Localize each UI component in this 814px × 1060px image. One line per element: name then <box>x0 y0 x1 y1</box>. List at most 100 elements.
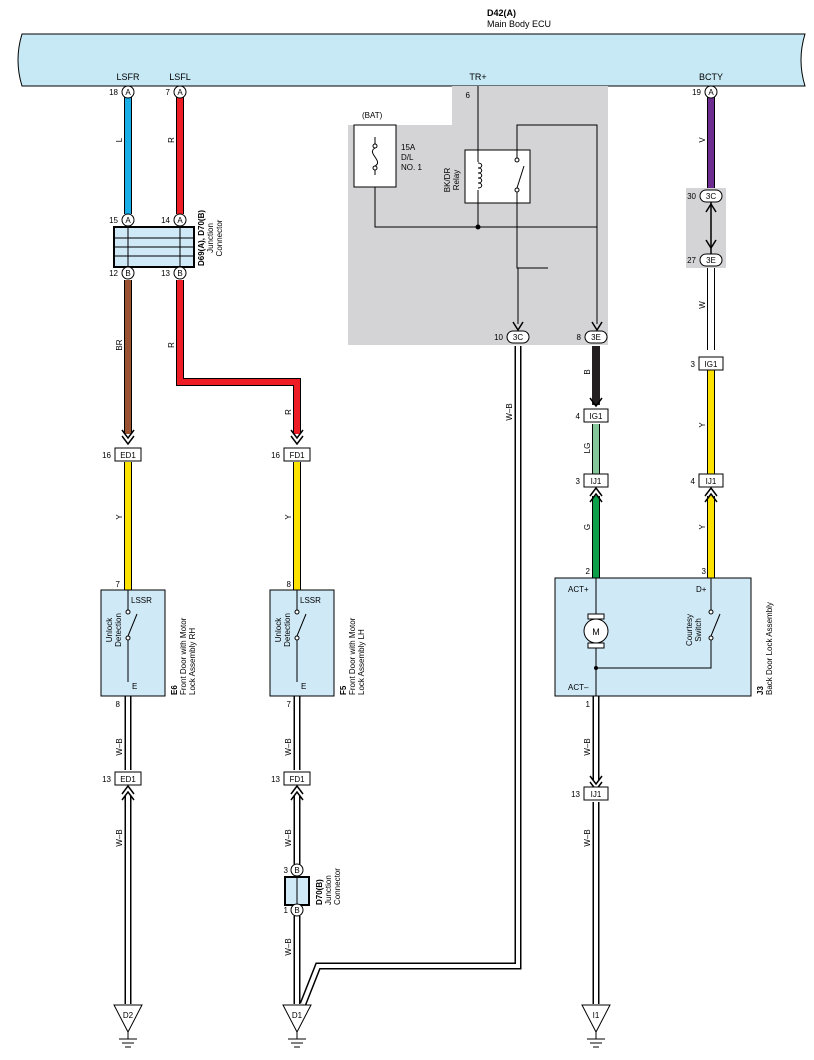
jc-code: D69(A), D70(B) <box>197 210 206 266</box>
wire-labels: L R BR R R Y Y W–B W–B W–B W–B W–B W–B B… <box>115 137 707 956</box>
conn-3c-in: 3C <box>706 192 716 201</box>
jc2-name-1: Junction <box>324 875 333 905</box>
fuse-name-1: D/L <box>401 153 414 162</box>
f5-switch-1: Unlock <box>274 617 283 642</box>
ground-d2-label: D2 <box>123 1011 134 1020</box>
pin-ed1-16: 16 <box>102 451 111 460</box>
j3-pin-d: 3 <box>702 567 707 576</box>
e6-pin-out: 8 <box>116 700 121 709</box>
wire-label-br: BR <box>115 339 124 350</box>
junction-block-outputs: 3C 10 3E 8 <box>494 321 608 344</box>
ecu-terminal-pins: A 18 A 7 6 A 19 <box>109 85 718 100</box>
conn-ij1-right: IJ1 <box>706 477 717 486</box>
ecu-name: Main Body ECU <box>487 19 551 29</box>
ground-d1-label: D1 <box>292 1011 303 1020</box>
pin-ij1-13: 13 <box>571 790 580 799</box>
j3-switch-1: Courtesy <box>685 614 694 646</box>
j3-back-door-lock: 2 3 1 ACT+ D+ ACT– M Courtesy Switch J3 … <box>554 567 774 709</box>
pin-conn-bcty: A <box>708 88 714 97</box>
e6-pin-in: 7 <box>116 580 121 589</box>
pin-fd1-16: 16 <box>271 451 280 460</box>
f5-terminal: LSSR <box>300 596 321 605</box>
wire-label-wb-lh3: W–B <box>284 938 293 955</box>
e6-ground: E <box>132 682 137 691</box>
conn-ij1-left: IJ1 <box>591 477 602 486</box>
wire-label-v: V <box>698 137 707 143</box>
j3-pin-gnd: 1 <box>586 700 591 709</box>
wire-label-wb-lh1: W–B <box>284 738 293 755</box>
terminal-lsfr: LSFR <box>116 72 140 82</box>
pin-num-tr-plus: 6 <box>466 91 471 100</box>
jc2-pin-1: 1 <box>284 906 289 915</box>
jc-pin-14: 14 <box>161 216 170 225</box>
j3-name: Back Door Lock Assembly <box>765 602 774 695</box>
wires <box>124 96 715 590</box>
e6-name-2: Lock Assembly RH <box>188 628 197 695</box>
f5-code: F5 <box>339 685 348 695</box>
main-body-ecu: D42(A) Main Body ECU LSFR LSFL TR+ BCTY <box>17 8 806 87</box>
j3-d-plus: D+ <box>696 585 707 594</box>
jc-a-14: A <box>177 216 183 225</box>
junction-connector-d69: A 15 A 14 B 12 B 13 D69(A), D70(B) Junct… <box>109 210 224 280</box>
e6-name-1: Front Door with Motor <box>179 617 188 695</box>
f5-name-1: Front Door with Motor <box>348 617 357 695</box>
wire-label-lg: LG <box>583 443 592 454</box>
conn-3c-out: 3C <box>513 333 523 342</box>
wire-label-w: W <box>698 301 707 309</box>
jc2-name-2: Connector <box>333 868 342 905</box>
wire-label-r-upper: R <box>167 137 176 143</box>
terminal-lsfl: LSFL <box>169 72 191 82</box>
wire-label-y-bd2: Y <box>698 524 707 530</box>
conn-fd1-upper: FD1 <box>289 451 305 460</box>
pin-8: 8 <box>577 333 582 342</box>
wire-label-wb-j3a: W–B <box>583 738 592 755</box>
ground-wires <box>124 346 600 1006</box>
wire-label-r-lower: R <box>284 409 293 415</box>
pin-ij1-4: 4 <box>691 477 696 486</box>
pin-27: 27 <box>687 256 696 265</box>
jc2-pin-3: 3 <box>284 866 289 875</box>
ground-i1-label: I1 <box>593 1011 600 1020</box>
relay-name-2: Relay <box>452 170 461 190</box>
fuse-relay-circuit <box>353 86 598 324</box>
e6-switch-2: Detection <box>114 613 123 647</box>
conn-ig1-left: IG1 <box>590 412 603 421</box>
ground-d2: D2 <box>113 1004 143 1048</box>
jc-pin-12: 12 <box>109 269 118 278</box>
wire-label-y-rh: Y <box>115 514 124 520</box>
f5-switch-2: Detection <box>283 613 292 647</box>
f5-front-door-lock-lh: 8 7 LSSR E Unlock Detection F5 Front Doo… <box>269 580 366 709</box>
conn-ig1-right: IG1 <box>705 360 718 369</box>
wire-label-g: G <box>583 524 592 530</box>
pin-conn-lsfl: A <box>177 88 183 97</box>
terminal-bcty: BCTY <box>699 72 723 82</box>
conn-ij1-lower: IJ1 <box>591 790 602 799</box>
f5-pin-in: 8 <box>287 580 292 589</box>
ground-d1: D1 <box>282 1004 312 1048</box>
pin-10: 10 <box>494 333 503 342</box>
conn-3e-in: 3E <box>706 256 716 265</box>
jc-pin-15: 15 <box>109 216 118 225</box>
pin-ij1-3: 3 <box>576 477 581 486</box>
wire-label-l: L <box>115 137 124 142</box>
pin-30: 30 <box>687 192 696 201</box>
e6-terminal: LSSR <box>131 596 152 605</box>
fuse-relay-labels: (BAT) 15A D/L NO. 1 BK/DR Relay <box>362 111 461 192</box>
ecu-code: D42(A) <box>487 8 516 18</box>
jc2-conn-bottom: B <box>294 906 299 915</box>
terminal-tr-plus: TR+ <box>469 72 486 82</box>
j3-switch-2: Switch <box>694 618 703 642</box>
jc-b-12: B <box>125 269 130 278</box>
pin-ig1-3: 3 <box>691 360 696 369</box>
fuse-name-2: NO. 1 <box>401 163 422 172</box>
pin-num-bcty: 19 <box>692 88 701 97</box>
conn-fd1-lower: FD1 <box>289 775 305 784</box>
inline-connectors: ED1 16 FD1 16 ED1 13 FD1 13 IG1 4 IJ1 3 … <box>102 356 724 801</box>
pin-num-lsfr: 18 <box>109 88 118 97</box>
j3-motor: M <box>592 627 600 637</box>
ground-i1: I1 <box>581 1004 611 1048</box>
wire-label-wb-j3b: W–B <box>583 829 592 846</box>
conn-3e-out: 3E <box>591 333 601 342</box>
jc-name-1: Junction <box>206 223 215 253</box>
j3-code: J3 <box>756 686 765 695</box>
